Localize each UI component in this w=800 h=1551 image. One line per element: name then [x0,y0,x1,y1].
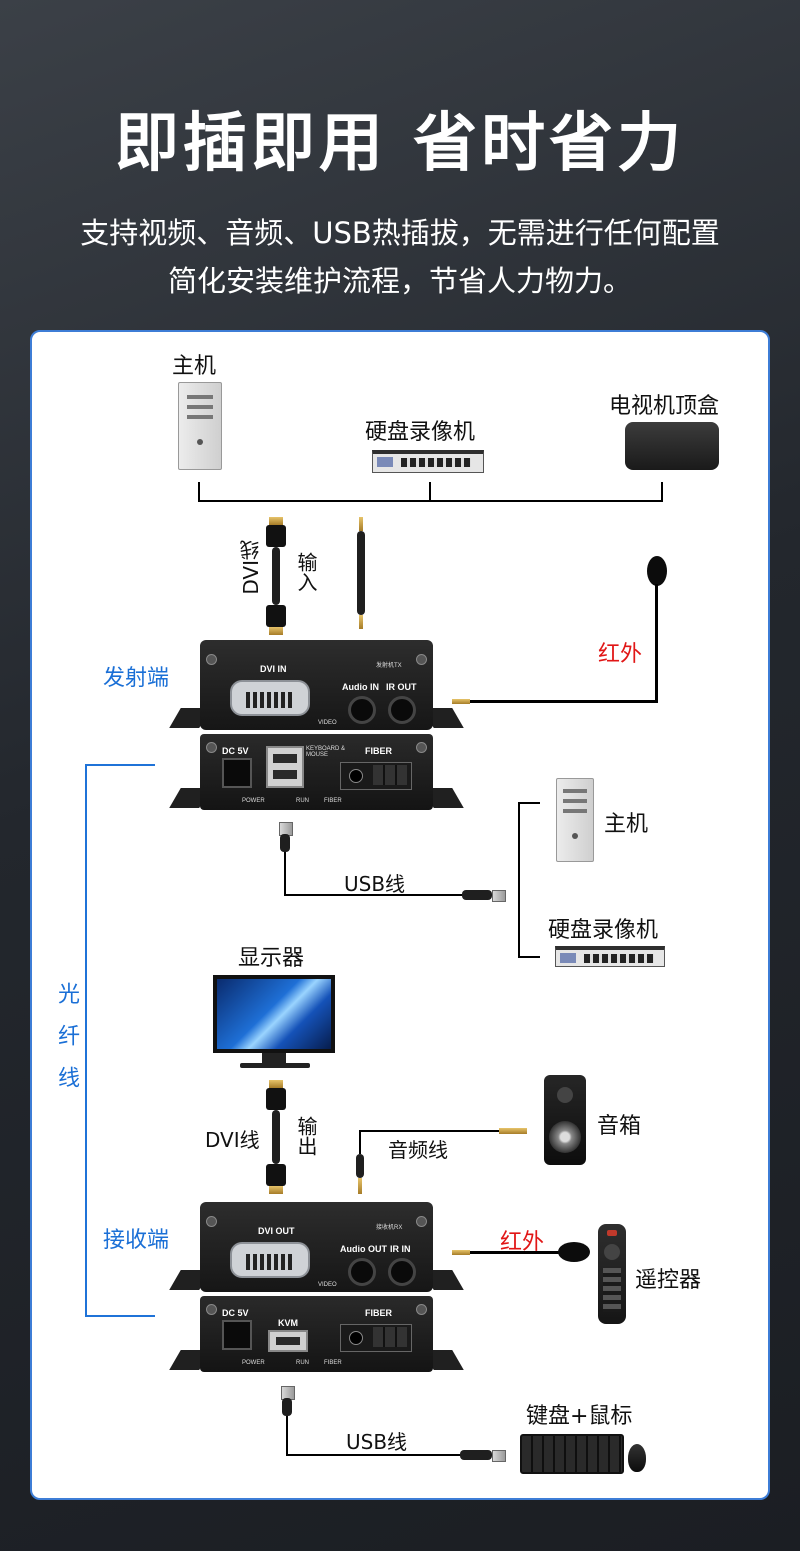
subtitle-line-1: 支持视频、音频、USB热插拔，无需进行任何配置 [80,216,720,250]
rx-video-label: VIDEO [318,1282,337,1288]
page-title: 即插即用 省时省力 [114,107,686,181]
rx-kvm-label: KVM [278,1318,298,1328]
dvr-icon [372,450,484,473]
receiver-top-unit: DVI OUT 接收机RX Audio OUT IR IN VIDEO [200,1202,433,1292]
rx-dc-label: DC 5V [222,1308,249,1318]
tx-kbm-label: KEYBOARD & MOUSE [306,746,346,758]
rx-ir-jack [388,1258,416,1286]
keyboard-icon [520,1434,624,1474]
transmitter-label: 发射端 [103,666,170,691]
rx-audio-jack [348,1258,376,1286]
tx-model-label: 发射机TX [376,663,402,669]
tx-fiber-label: FIBER [365,746,392,756]
tx-dvi-port [230,680,310,716]
fiber-link-line [85,764,87,1317]
audio-cable-label: 音频线 [388,1138,448,1162]
dvi-cable-label-top: DVI线 [239,540,263,595]
usb-label-bottom: USB线 [346,1430,408,1454]
fiber-label: 光纤线 [54,982,79,1108]
tx-fiber-port [340,762,412,790]
tx-video-label: VIDEO [318,720,337,726]
rx-dvi-port [230,1242,310,1278]
tx-ir-jack [388,696,416,724]
kbm-label: 键盘+鼠标 [526,1404,633,1429]
dvi-cable-label-bottom: DVI线 [205,1128,260,1152]
rx-fiber-port [340,1324,412,1352]
ir-label-top: 红外 [598,642,643,667]
rx-fiber-led-label: FIBER [324,1360,342,1366]
dvi-cable-icon-bottom [263,1080,289,1194]
usb-label-top: USB线 [344,872,406,896]
tx-dc-label: DC 5V [222,746,249,756]
tx-run-label: RUN [296,798,309,804]
audio-cable-icon [356,517,366,629]
receiver-bottom-unit: DC 5V KVM FIBER POWER RUN FIBER [200,1296,433,1372]
dvr-label-mid: 硬盘录像机 [548,918,659,943]
remote-label: 遥控器 [635,1268,702,1293]
ir-emitter-icon [647,556,667,586]
rx-dvi-out-label: DVI OUT [258,1226,295,1236]
tx-usb-ports [266,746,304,788]
speaker-label: 音箱 [597,1114,642,1139]
dvr-icon-mid [555,946,665,967]
subtitle-line-2: 简化安装维护流程，节省人力物力。 [167,264,632,298]
mouse-icon [628,1444,646,1472]
monitor-icon [213,975,335,1053]
rx-fiber-label: FIBER [365,1308,392,1318]
rx-usb-port [268,1330,308,1352]
remote-control-icon [598,1224,626,1324]
host-label-mid: 主机 [604,812,649,837]
ir-receiver-icon [558,1242,590,1262]
audio-cable-plug-bottom [354,1154,366,1194]
transmitter-bottom-unit: DC 5V KEYBOARD & MOUSE FIBER POWER RUN F… [200,734,433,810]
tx-fiber-led-label: FIBER [324,798,342,804]
output-label: 输出 [294,1116,318,1156]
rx-dc-jack [222,1320,252,1350]
input-label: 输入 [294,552,318,592]
rx-ir-in-label: IR IN [390,1244,411,1254]
tx-audio-in-label: Audio IN [342,682,379,692]
rx-power-label: POWER [242,1360,265,1366]
tx-ir-out-label: IR OUT [386,682,417,692]
transmitter-top-unit: DVI IN 发射机TX Audio IN IR OUT VIDEO [200,640,433,730]
rx-run-label: RUN [296,1360,309,1366]
monitor-label: 显示器 [238,946,305,971]
dvr-label-top: 硬盘录像机 [365,420,476,445]
speaker-icon [544,1075,586,1165]
rx-model-label: 接收机RX [376,1225,403,1231]
receiver-label: 接收端 [103,1228,170,1253]
host-label-top: 主机 [172,354,217,379]
stb-label: 电视机顶盒 [609,394,720,419]
set-top-box-icon [625,422,719,470]
dvi-cable-icon [263,517,289,635]
host-pc-icon [178,382,222,470]
tx-dc-jack [222,758,252,788]
host-pc-icon-mid [556,778,594,862]
rx-audio-out-label: Audio OUT [340,1244,387,1254]
ir-label-bottom: 红外 [500,1230,545,1255]
tx-audio-jack [348,696,376,724]
tx-dvi-in-label: DVI IN [260,664,287,674]
tx-power-label: POWER [242,798,265,804]
